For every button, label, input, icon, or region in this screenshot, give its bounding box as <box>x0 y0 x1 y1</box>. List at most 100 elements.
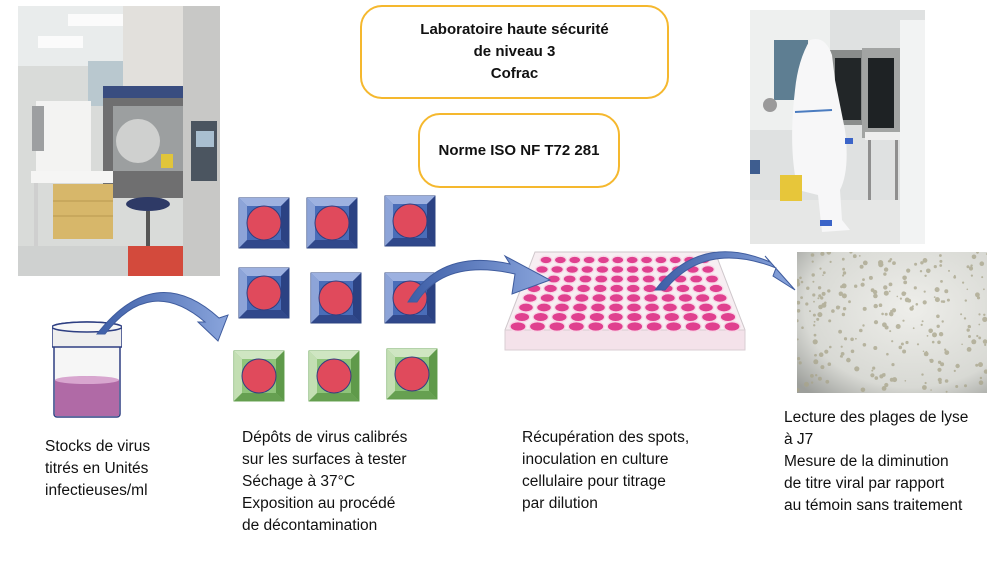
cell-dot <box>904 380 907 382</box>
cell-dot <box>812 339 818 345</box>
virus-stock-jar-icon <box>51 320 123 420</box>
cell-dot <box>900 342 904 346</box>
cell-dot <box>978 380 984 385</box>
cell-dot <box>862 306 867 311</box>
cell-dot <box>983 369 987 374</box>
cell-dot <box>971 339 977 345</box>
cell-dot <box>838 329 842 334</box>
plate-well <box>668 255 682 265</box>
cell-dot <box>862 260 868 266</box>
cell-dot <box>948 269 950 272</box>
cell-dot <box>870 373 875 378</box>
virus-spot <box>316 358 352 394</box>
cell-dot <box>838 306 841 308</box>
cell-dot <box>817 376 822 381</box>
cell-dot <box>983 313 986 316</box>
caption-deposit: Dépôts de virus calibrés sur les surface… <box>242 427 407 537</box>
plate-well <box>691 283 707 294</box>
plate-well <box>609 283 625 294</box>
cell-dot <box>899 297 902 300</box>
cell-dot <box>812 280 815 283</box>
caption-stock-line: Stocks de virus <box>45 438 151 455</box>
plate-well <box>587 321 605 332</box>
cell-dot <box>966 347 972 352</box>
plate-well <box>567 321 586 332</box>
cell-dot <box>970 274 973 277</box>
cell-dot <box>842 267 845 271</box>
cell-dot <box>811 260 814 263</box>
cell-dot <box>939 264 943 267</box>
cell-dot <box>937 367 942 372</box>
cell-dot <box>939 259 943 263</box>
virus-spot <box>318 280 354 316</box>
plate-well <box>654 255 668 265</box>
cell-dot <box>982 316 987 322</box>
plate-well <box>535 264 549 275</box>
plate-well <box>574 292 590 304</box>
cell-dot <box>800 296 803 299</box>
plate-well <box>723 321 741 332</box>
cell-dot <box>884 325 889 330</box>
caption-recovery-line: par dilution <box>522 495 598 512</box>
cell-dot <box>810 381 814 384</box>
plate-well <box>578 274 593 284</box>
cell-dot <box>902 319 905 322</box>
cell-dot <box>909 306 914 311</box>
cell-dot <box>871 369 874 372</box>
cell-dot <box>814 353 817 357</box>
cell-dot <box>881 312 884 316</box>
cell-dot <box>797 357 801 361</box>
cell-dot <box>817 286 822 290</box>
cell-dot <box>940 280 943 283</box>
cell-dot <box>922 258 928 263</box>
plate-well <box>553 255 568 265</box>
caption-recovery-line: inoculation en culture <box>522 451 669 468</box>
cell-dot <box>884 312 888 316</box>
cell-dot <box>964 299 967 302</box>
plate-well <box>517 302 535 313</box>
plate-well <box>640 264 655 275</box>
cell-dot <box>889 312 894 317</box>
plate-well <box>539 292 556 304</box>
cell-dot <box>914 262 918 266</box>
cell-dot <box>873 293 878 299</box>
cell-dot <box>827 289 831 293</box>
cell-dot <box>799 362 801 365</box>
cell-dot <box>820 252 825 256</box>
cell-dot <box>859 264 864 269</box>
plate-well <box>641 274 656 284</box>
micrograph-dots <box>797 252 987 393</box>
plate-well <box>559 283 575 294</box>
cell-dot <box>978 362 983 368</box>
cell-dot <box>819 267 822 270</box>
cell-dot <box>937 377 942 382</box>
cell-dot <box>895 324 901 329</box>
cell-dot <box>891 340 894 343</box>
caption-reading-line: à J7 <box>784 431 814 448</box>
cell-dot <box>963 317 967 320</box>
cell-dot <box>985 253 987 255</box>
cell-dot <box>815 374 818 377</box>
plate-well <box>550 264 565 275</box>
cell-dot <box>944 379 949 383</box>
cell-dot <box>923 290 926 293</box>
cell-dot <box>961 343 963 346</box>
cell-dot <box>797 281 801 287</box>
cell-dot <box>878 260 884 266</box>
plate-well <box>606 321 624 332</box>
cell-dot <box>829 260 832 263</box>
caption-deposit-line: de décontamination <box>242 517 378 534</box>
cell-dot <box>817 297 820 300</box>
cell-dot <box>855 337 857 340</box>
cell-dot <box>873 346 878 350</box>
cell-dot <box>888 282 893 287</box>
arrow-stock-to-tiles <box>95 292 229 342</box>
cell-dot <box>934 287 940 293</box>
cell-dot <box>953 369 956 372</box>
cell-dot <box>923 351 929 357</box>
cell-dot <box>812 293 816 297</box>
cell-dot <box>978 323 981 326</box>
plate-well <box>556 292 573 304</box>
cell-dot <box>982 339 987 344</box>
cell-dot <box>841 293 847 299</box>
